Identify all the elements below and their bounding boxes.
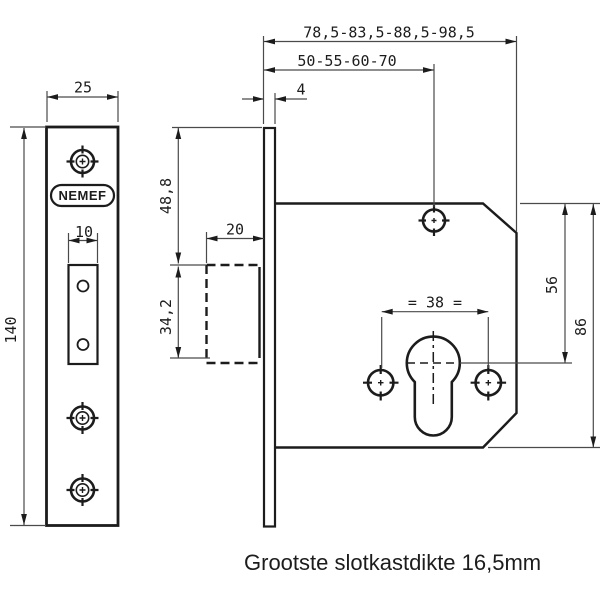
dim-case-length: 78,5-83,5-88,5-98,5 (264, 24, 517, 45)
cutout-hole-upper (76, 279, 90, 293)
dim-top-to-bolt: 48,8 (157, 128, 182, 264)
note-max-case-thickness: Grootste slotkastdikte 16,5mm (244, 550, 541, 575)
side-view-lock (205, 126, 518, 528)
dim-label-top-to-cylinder: 56 (543, 276, 561, 294)
arrowhead (505, 38, 517, 45)
arrowhead (47, 94, 58, 100)
dim-hole-spacing: = 38 = (381, 294, 489, 315)
screw-hole-cross-ticks (66, 474, 99, 506)
front-view-faceplate: NEMEF (45, 125, 120, 527)
screw-hole-inner-ring (75, 410, 90, 425)
dim-cutout-width: 10 (68, 223, 98, 244)
screw-hole-cross-ticks (66, 145, 99, 178)
arrowhead (590, 204, 597, 215)
deadbolt-extended (205, 263, 261, 365)
screw-hole-bottom (66, 474, 99, 506)
brand-label: NEMEF (59, 188, 107, 203)
arrowhead (423, 67, 434, 73)
case-hole-cross-ticks (363, 365, 399, 401)
arrowhead (21, 514, 27, 525)
screw-hole-center-cross (79, 158, 86, 165)
dim-case-height: 86 (572, 204, 597, 448)
dimension-annotations: 78,5-83,5-88,5-98,5 50-55-60-70 4 25 (2, 24, 600, 527)
case-hole-top (418, 205, 450, 236)
bolt-cutout-outline (67, 263, 99, 366)
arrowhead (590, 436, 597, 448)
dim-bolt-height: 34,2 (157, 266, 182, 358)
arrowhead (175, 347, 182, 358)
extension-line (10, 126, 46, 527)
arrowhead (562, 204, 568, 215)
dim-recess: 4 (242, 81, 307, 102)
dim-label-recess: 4 (296, 81, 305, 99)
arrowhead (86, 237, 98, 244)
dim-label-cutout-width: 10 (75, 223, 93, 241)
arrowhead (253, 235, 264, 242)
bolt-cutout (67, 263, 99, 366)
faceplate-outline (45, 125, 120, 527)
dim-label-case-length: 78,5-83,5-88,5-98,5 (303, 24, 475, 42)
brand-badge: NEMEF (49, 183, 116, 208)
arrowhead (477, 308, 489, 315)
arrowhead (175, 252, 182, 264)
arrowhead (175, 266, 182, 278)
arrowhead (107, 94, 118, 100)
case-hole-right (470, 365, 507, 401)
extension-lines (10, 36, 600, 527)
dim-faceplate-width: 25 (47, 79, 118, 100)
dim-label-backset: 50-55-60-70 (297, 52, 396, 70)
arrowhead (275, 96, 286, 102)
screw-hole-cross-ticks (66, 402, 99, 434)
dim-label-top-to-bolt: 48,8 (157, 178, 175, 214)
dim-label-faceplate-width: 25 (74, 79, 92, 97)
case-hole-center-cross (378, 380, 384, 386)
screw-hole-center-cross (79, 487, 86, 493)
dim-label-case-height: 86 (572, 318, 590, 336)
screw-hole-inner-ring (75, 482, 90, 497)
lock-case-outline (275, 202, 518, 449)
arrowhead (264, 38, 275, 45)
screw-hole-center-cross (79, 415, 86, 421)
extension-line (46, 91, 119, 122)
case-hole-cross-ticks (470, 365, 507, 401)
case-hole-center-cross (485, 380, 492, 386)
extension-line (381, 317, 489, 368)
extension-line (67, 233, 99, 263)
dim-label-bolt-throw: 20 (226, 221, 244, 239)
dim-label-hole-spacing: = 38 = (408, 294, 462, 312)
case-hole-center-cross (431, 218, 437, 223)
arrowhead (381, 308, 393, 315)
dim-faceplate-length: 140 (2, 128, 27, 525)
cutout-hole-lower (76, 338, 90, 351)
dim-label-faceplate-length: 140 (2, 316, 20, 343)
euro-cylinder-hole (405, 335, 462, 437)
dim-top-to-cylinder: 56 (543, 204, 568, 363)
arrowhead (253, 96, 264, 102)
screw-hole-inner-ring (75, 154, 90, 169)
dim-label-bolt-height: 34,2 (157, 299, 175, 335)
extension-line (170, 264, 210, 359)
dim-backset: 50-55-60-70 (264, 52, 434, 73)
arrowhead (68, 237, 80, 244)
arrowhead (206, 235, 218, 242)
screw-hole-top (66, 145, 99, 178)
case-hole-left (363, 365, 399, 401)
arrowhead (21, 128, 27, 139)
case-hole-cross-ticks (418, 205, 450, 236)
arrowhead (175, 128, 182, 139)
screw-hole-middle (66, 402, 99, 434)
arrowhead (562, 352, 568, 363)
arrowhead (264, 67, 275, 73)
faceplate-edge-strip (262, 126, 277, 528)
dim-bolt-throw: 20 (206, 221, 264, 242)
brand-oval (49, 183, 116, 208)
